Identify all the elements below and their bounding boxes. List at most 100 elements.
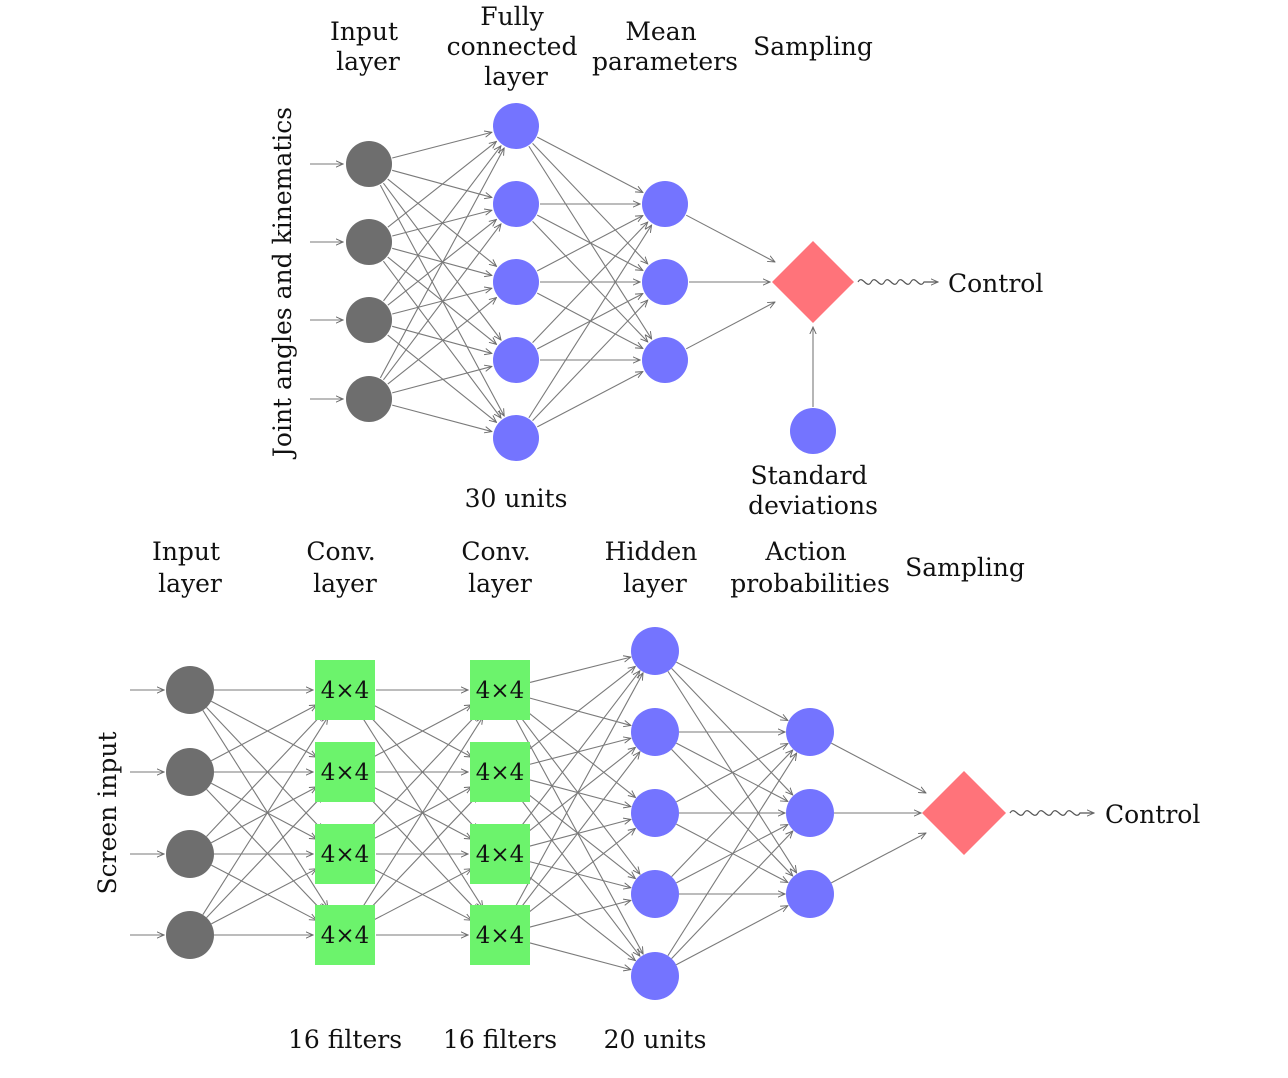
connection-edge: [524, 666, 635, 754]
connection-edge: [392, 132, 492, 159]
connection-edge: [392, 288, 492, 315]
fc-node: [493, 415, 539, 461]
connection-edge: [537, 136, 643, 192]
connection-edge: [211, 869, 316, 925]
hidden-node: [631, 870, 679, 918]
input-node: [166, 911, 214, 959]
conv-filter-label: 4×4: [476, 842, 525, 868]
connection-edge: [211, 864, 316, 920]
conv-filter-box: [315, 905, 375, 965]
connection-edge: [685, 302, 775, 350]
fc-node: [493, 259, 539, 305]
sampling-diamond: [922, 771, 1006, 855]
conv-filter-box: [315, 660, 375, 720]
connection-edges: [130, 132, 1094, 969]
top-control-label: Control: [948, 269, 1043, 298]
connection-edge: [675, 906, 788, 966]
connection-edge: [537, 372, 643, 428]
connection-edge: [529, 657, 631, 683]
connection-edge: [202, 717, 328, 916]
bottom-network-labels: Screen input Input layer Conv. layer Con…: [93, 537, 1200, 1054]
hidden-node: [631, 789, 679, 837]
action-node: [786, 708, 834, 756]
fc-node: [493, 337, 539, 383]
connection-edge: [514, 673, 643, 909]
hidden-node: [631, 708, 679, 756]
connection-edge: [671, 831, 793, 959]
conv-filter-box: [470, 824, 530, 884]
connection-edge: [392, 366, 492, 394]
connection-edge: [392, 404, 492, 431]
control-output-arrow: [857, 280, 938, 285]
mean-node: [642, 181, 688, 227]
connection-edge: [529, 738, 631, 765]
conv-filter-box: [315, 742, 375, 802]
bottom-conv2-header: Conv. layer: [461, 537, 538, 598]
input-node: [166, 748, 214, 796]
connection-edge: [685, 214, 775, 262]
bottom-action-header: Action probabilities: [730, 537, 890, 598]
input-node: [346, 141, 392, 187]
connection-edge: [529, 942, 631, 970]
connection-edge: [210, 782, 317, 839]
hidden-node: [631, 627, 679, 675]
connection-edge: [387, 334, 497, 422]
connection-edge: [206, 795, 323, 918]
connection-edge: [383, 146, 500, 302]
bottom-hidden-units-label: 20 units: [604, 1025, 707, 1054]
connection-edge: [830, 742, 926, 793]
connection-edge: [524, 828, 635, 917]
input-node: [346, 376, 392, 422]
conv-filter-label: 4×4: [321, 923, 370, 949]
top-network-labels: Joint angles and kinematics Input layer …: [268, 2, 1043, 520]
bottom-side-label: Screen input: [93, 732, 122, 895]
fc-node: [493, 103, 539, 149]
connection-edge: [387, 298, 497, 385]
connection-edge: [392, 325, 492, 353]
connection-edge: [387, 141, 497, 228]
connection-edge: [372, 705, 471, 758]
connection-edge: [671, 750, 793, 878]
top-fc-units-label: 30 units: [465, 484, 568, 513]
connection-edge: [529, 900, 631, 928]
connection-edge: [206, 707, 323, 830]
connection-edge: [529, 779, 631, 807]
action-node: [786, 789, 834, 837]
input-node: [166, 830, 214, 878]
input-node: [346, 297, 392, 343]
conv-filter-box: [315, 824, 375, 884]
conv-filter-box: [470, 905, 530, 965]
conv-filter-label: 4×4: [321, 760, 370, 786]
connection-edge: [529, 861, 631, 888]
connection-edge: [514, 716, 643, 954]
bottom-conv2-filters-label: 16 filters: [443, 1025, 557, 1054]
connection-edge: [210, 787, 317, 844]
connection-edge: [206, 713, 323, 837]
conv-filter-box: [470, 660, 530, 720]
connection-edge: [518, 752, 640, 911]
connection-edge: [365, 713, 478, 832]
connection-edge: [210, 705, 317, 762]
std-node: [790, 408, 836, 454]
fc-node: [493, 181, 539, 227]
connection-edge: [529, 697, 631, 725]
bottom-hidden-header: Hidden layer: [605, 537, 706, 598]
connection-edge: [528, 225, 652, 419]
connection-edge: [518, 671, 640, 830]
bottom-conv1-filters-label: 16 filters: [288, 1025, 402, 1054]
bottom-input-header: Input layer: [152, 537, 228, 598]
connection-edge: [676, 744, 788, 803]
top-side-label: Joint angles and kinematics: [268, 107, 297, 460]
mean-node: [642, 337, 688, 383]
top-sampling-header: Sampling: [753, 32, 873, 61]
input-node: [346, 219, 392, 265]
top-mean-header: Mean parameters: [592, 17, 738, 76]
connection-edge: [379, 148, 504, 379]
connection-edge: [202, 709, 328, 908]
network-nodes: 4×44×44×44×44×44×44×44×4: [166, 103, 1006, 1000]
top-std-label: Standard deviations: [748, 461, 878, 520]
conv-filter-label: 4×4: [321, 842, 370, 868]
bottom-conv1-header: Conv. layer: [306, 537, 383, 598]
connection-edge: [830, 833, 926, 884]
